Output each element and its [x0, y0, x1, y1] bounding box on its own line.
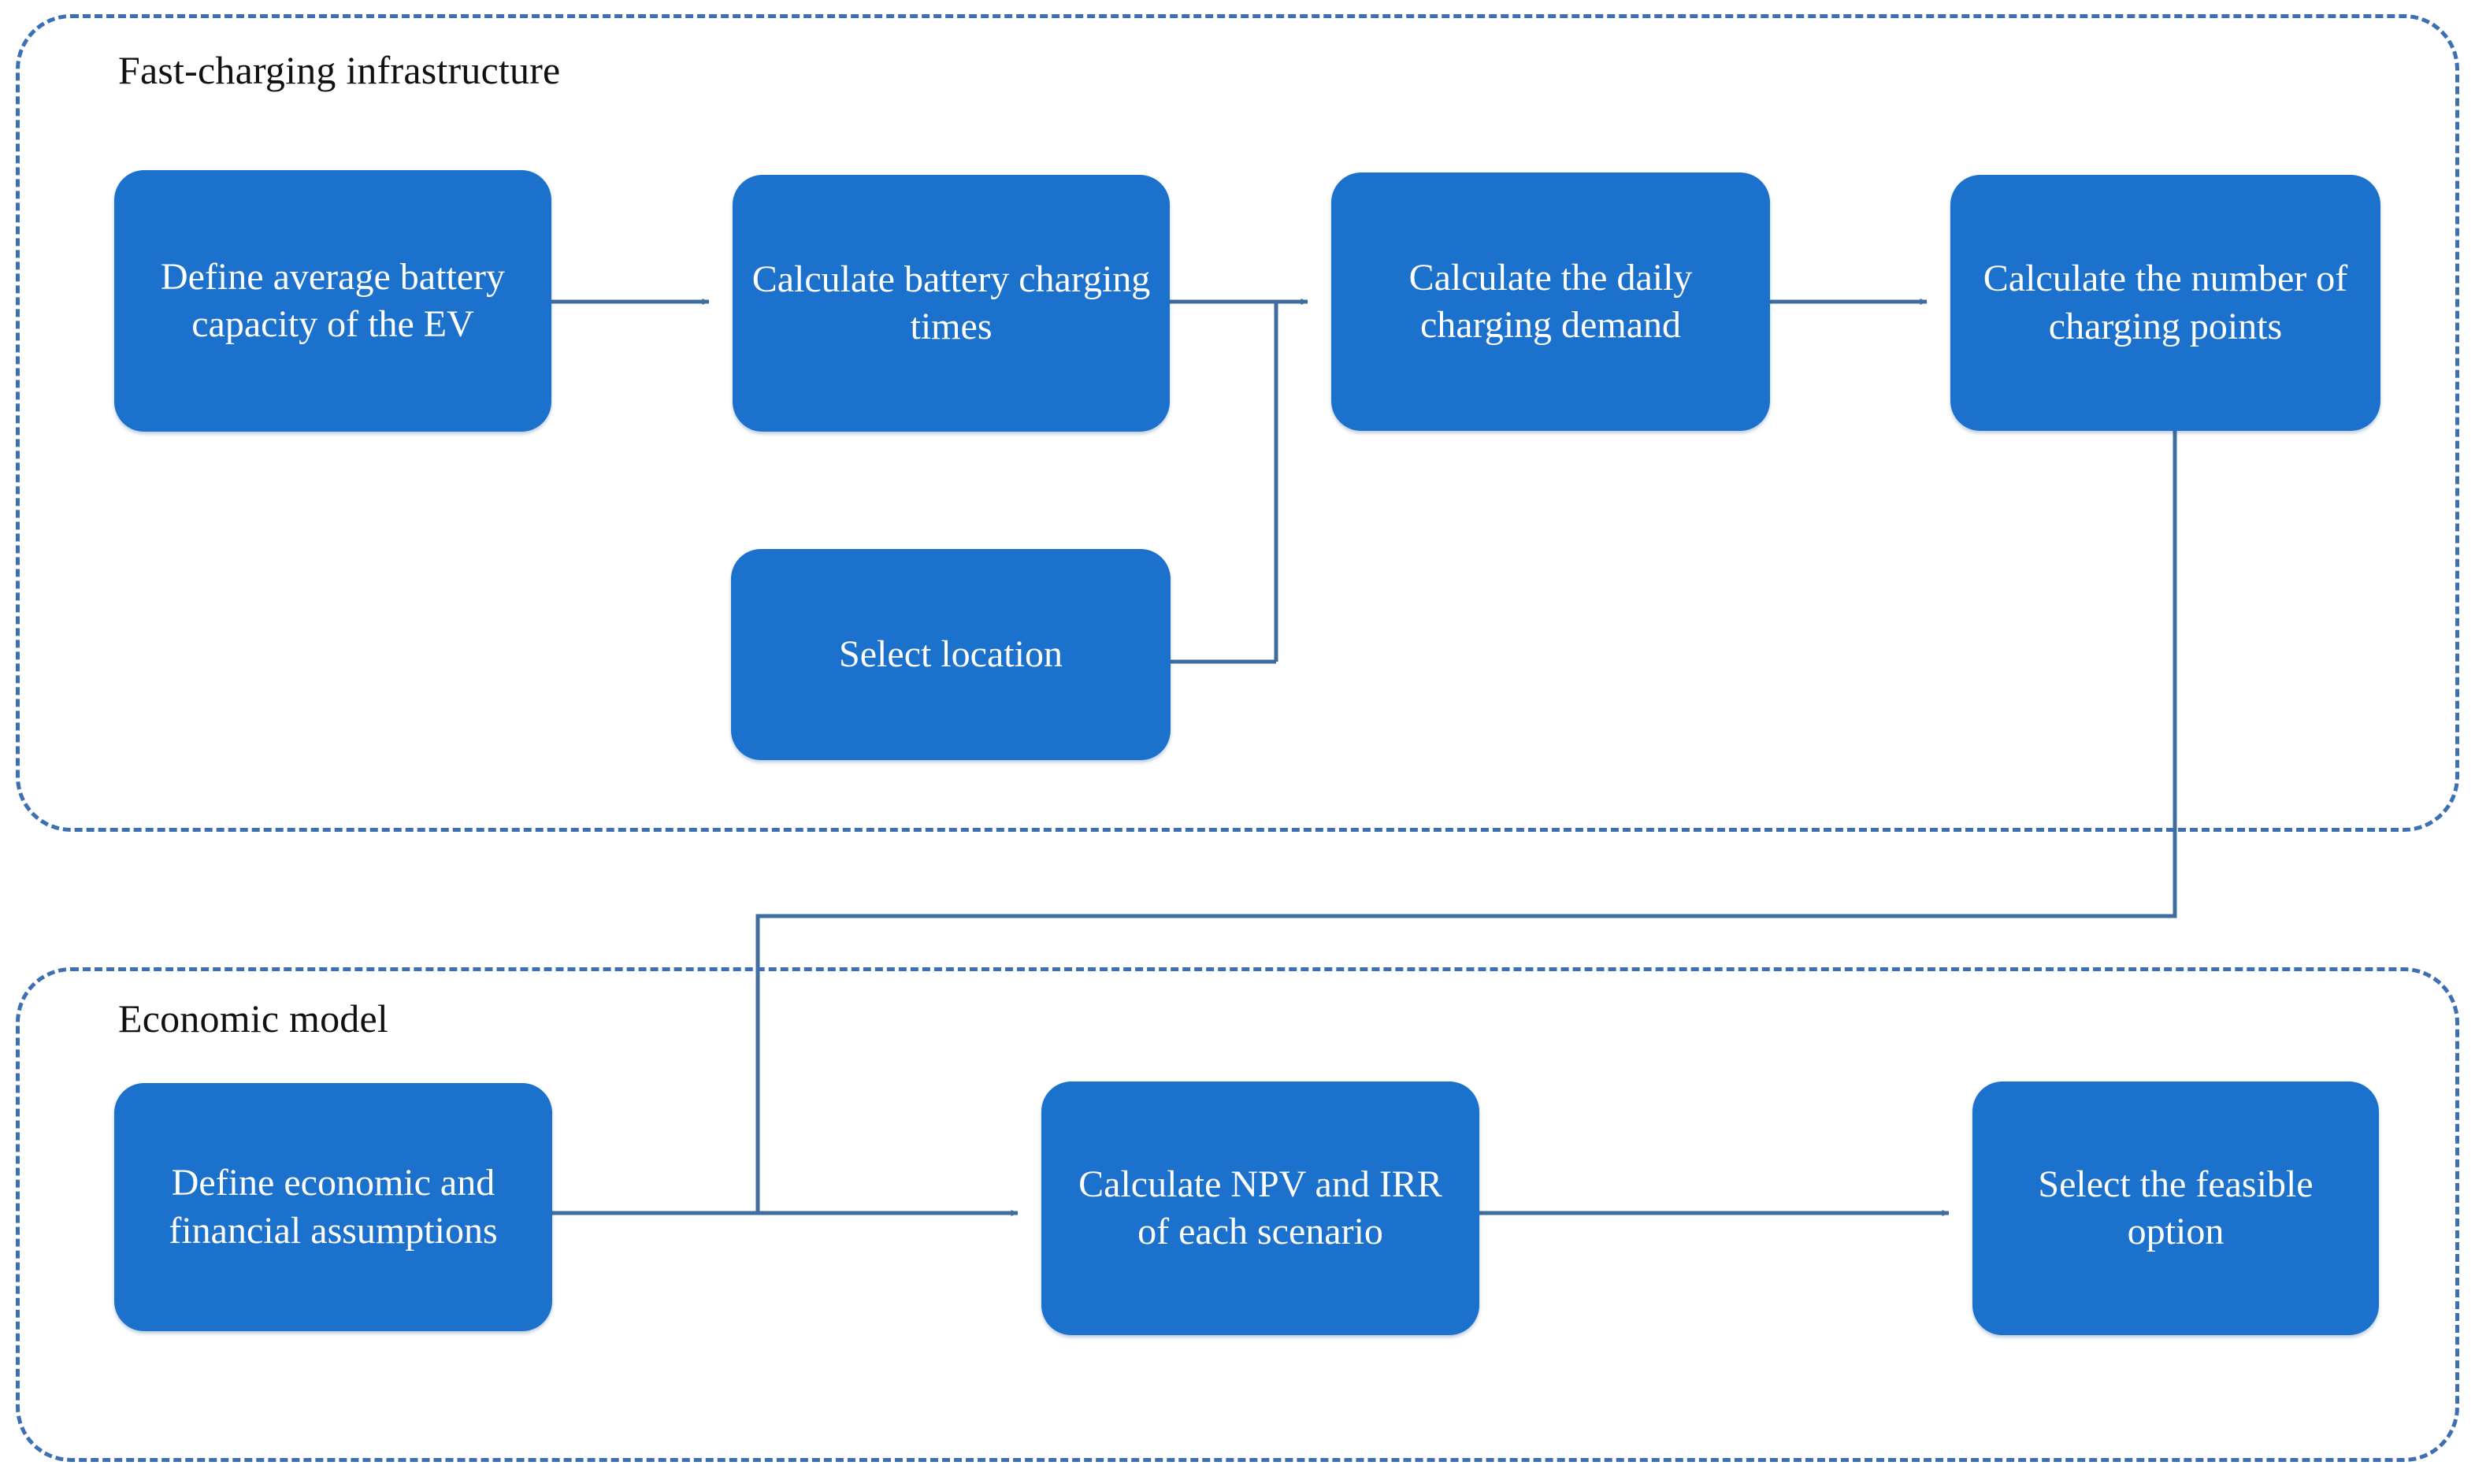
node-calculate-npv-and-irr[interactable]: Calculate NPV and IRR of each scenario [1041, 1081, 1479, 1335]
node-select-the-feasible-option[interactable]: Select the feasible option [1972, 1081, 2379, 1335]
node-define-average-battery-capacity[interactable]: Define average battery capacity of the E… [114, 170, 551, 432]
node-label: Select the feasible option [2038, 1163, 2314, 1252]
node-label: Calculate NPV and IRR of each scenario [1078, 1163, 1442, 1252]
node-calculate-number-of-charging-points[interactable]: Calculate the number of charging points [1950, 175, 2380, 431]
node-calculate-daily-charging-demand[interactable]: Calculate the daily charging demand [1331, 173, 1770, 431]
group-title-fast-charging-infrastructure: Fast-charging infrastructure [118, 48, 561, 92]
node-label: Calculate the daily charging demand [1408, 256, 1693, 346]
node-calculate-battery-charging-times[interactable]: Calculate battery charging times [733, 175, 1170, 432]
node-define-economic-and-financial-assumptions[interactable]: Define economic and financial assumption… [114, 1083, 552, 1331]
node-select-location[interactable]: Select location [731, 549, 1171, 760]
node-label: Select location [839, 633, 1063, 675]
connector-charging-points-to-npv-irr [755, 431, 2177, 1213]
group-title-economic-model: Economic model [118, 996, 388, 1041]
group-fast-charging-infrastructure [16, 14, 2459, 832]
group-economic-model [16, 967, 2459, 1462]
node-label: Calculate the number of charging points [1983, 258, 2348, 347]
node-label: Define economic and financial assumption… [169, 1162, 498, 1252]
node-label: Define average battery capacity of the E… [160, 255, 506, 345]
node-label: Calculate battery charging times [751, 258, 1151, 347]
